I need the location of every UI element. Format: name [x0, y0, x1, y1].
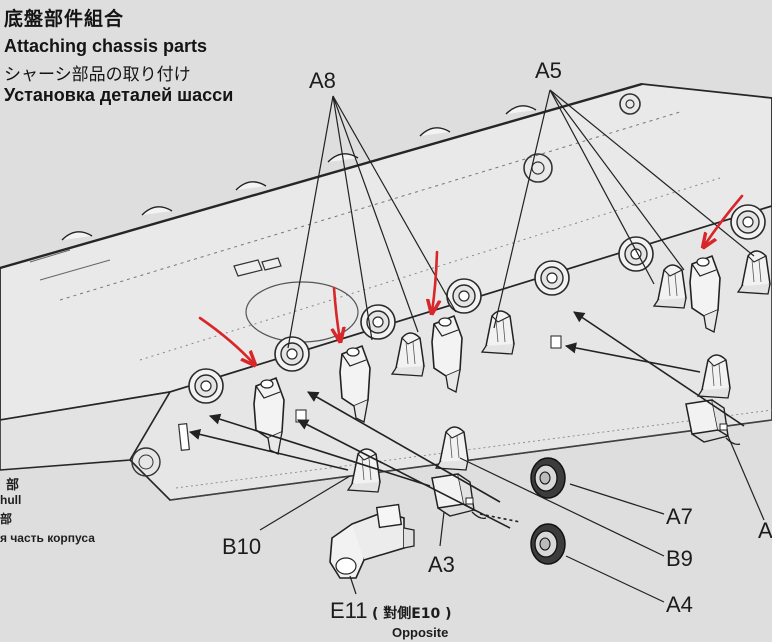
- label-e11: E11 ( 對側E10 ): [330, 598, 452, 624]
- side-note-english: hull: [0, 493, 22, 507]
- label-a4: A4: [666, 592, 693, 617]
- part-e11: [329, 503, 415, 579]
- label-a-partial: A: [758, 518, 772, 543]
- title-japanese: シャーシ部品の取り付け: [4, 65, 191, 85]
- label-b9: B9: [666, 546, 693, 571]
- label-a3: A3: [428, 552, 455, 577]
- label-a7: A7: [666, 504, 693, 529]
- label-b10: B10: [222, 534, 261, 559]
- label-e11-code: E11: [330, 598, 368, 623]
- label-a5: A5: [535, 58, 562, 83]
- label-opposite: Opposite: [392, 625, 449, 640]
- idler-wheels: [530, 457, 566, 565]
- title-russian: Установка деталей шасси: [4, 85, 234, 105]
- title-chinese: 底盤部件組合: [4, 8, 125, 30]
- label-a8: A8: [309, 68, 336, 93]
- hull-top-plate: [0, 82, 772, 421]
- side-note-russian: я часть корпуса: [0, 531, 95, 545]
- side-note-japanese: 部: [0, 512, 13, 526]
- assembly-arrows: [188, 311, 745, 529]
- title-english: Attaching chassis parts: [4, 36, 208, 56]
- label-e11-opposite-note: ( 對側E10 ): [371, 606, 452, 622]
- red-highlight-arrows: [198, 194, 744, 364]
- side-note-chinese: 部: [6, 478, 20, 493]
